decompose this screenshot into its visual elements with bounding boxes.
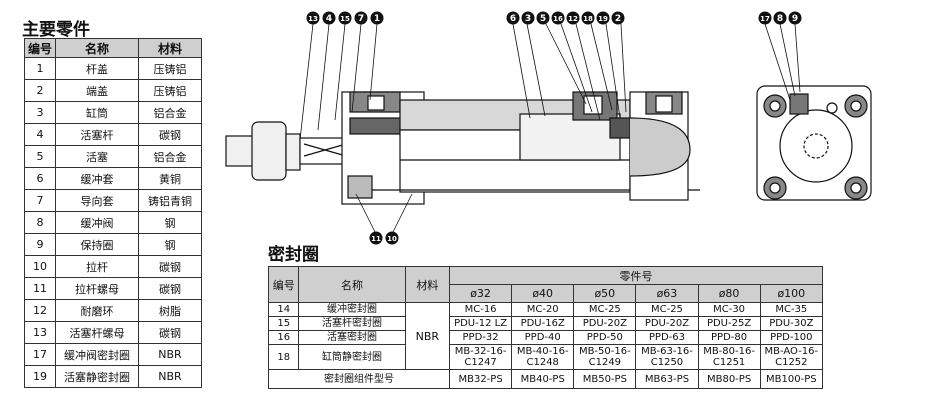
parts-cell-name: 活塞静密封圈 bbox=[55, 365, 139, 388]
seal-kit-cell: MB32-PS bbox=[449, 369, 513, 389]
callout-bubble bbox=[338, 11, 352, 25]
seals-title: 密封圈 bbox=[268, 245, 319, 265]
header-name: 名称 bbox=[55, 38, 139, 58]
callout-bubble bbox=[521, 11, 535, 25]
parts-cell-name: 活塞 bbox=[55, 145, 139, 168]
seal-kit-cell: MB40-PS bbox=[511, 369, 575, 389]
parts-cell-name: 活塞杆 bbox=[55, 123, 139, 146]
callout-bubble bbox=[566, 11, 580, 25]
parts-cell-no: 13 bbox=[24, 321, 56, 344]
callout-bubble bbox=[385, 231, 399, 245]
bore-header: ø100 bbox=[759, 284, 824, 303]
callout-label: 13 bbox=[308, 15, 318, 23]
seal-kit-cell: MB100-PS bbox=[759, 369, 824, 389]
parts-cell-material: 铝合金 bbox=[138, 101, 202, 124]
parts-header-row: 编号 名称 材料 bbox=[24, 38, 202, 58]
callout-label: 5 bbox=[540, 14, 546, 24]
seal-cell-part: MB-AO-16- C1252 bbox=[759, 344, 824, 370]
seal-header-name: 名称 bbox=[298, 266, 406, 303]
callout-label: 6 bbox=[510, 14, 516, 24]
callout-label: 7 bbox=[358, 14, 364, 24]
parts-cell-name: 导向套 bbox=[55, 189, 139, 212]
callout-bubble bbox=[506, 11, 520, 25]
parts-cell-name: 缸筒 bbox=[55, 101, 139, 124]
callout-bubble bbox=[322, 11, 336, 25]
callout-label: 18 bbox=[583, 15, 593, 23]
callout-bubble bbox=[536, 11, 550, 25]
callout-label: 8 bbox=[777, 14, 783, 24]
callout-bubble bbox=[551, 11, 565, 25]
parts-title: 主要零件 bbox=[22, 20, 90, 40]
callout-bubble bbox=[370, 11, 384, 25]
seal-header-part-no: 零件号 bbox=[449, 266, 823, 285]
header-no: 编号 bbox=[24, 38, 56, 58]
seal-cell-no: 18 bbox=[267, 344, 300, 370]
callout-bubble bbox=[581, 11, 595, 25]
seal-header-no: 编号 bbox=[267, 266, 300, 303]
callout-bubble bbox=[788, 11, 802, 25]
parts-cell-no: 17 bbox=[24, 343, 56, 366]
callout-label: 1 bbox=[374, 14, 380, 24]
seal-cell-material: NBR bbox=[404, 302, 451, 370]
bore-header: ø80 bbox=[697, 284, 761, 303]
callout-bubble bbox=[369, 231, 383, 245]
callout-bubble bbox=[611, 11, 625, 25]
bore-header: ø50 bbox=[573, 284, 637, 303]
callout-label: 4 bbox=[326, 14, 332, 24]
callout-label: 10 bbox=[387, 235, 397, 243]
callout-label: 11 bbox=[371, 235, 381, 243]
seal-header-material: 材料 bbox=[404, 266, 451, 303]
parts-cell-material: 碳钢 bbox=[138, 123, 202, 146]
callout-bubble bbox=[596, 11, 610, 25]
callout-label: 16 bbox=[553, 15, 563, 23]
callout-bubble bbox=[758, 11, 772, 25]
header-material: 材料 bbox=[138, 38, 202, 58]
callout-label: 19 bbox=[598, 15, 608, 23]
callout-label: 9 bbox=[792, 14, 798, 24]
callout-bubble bbox=[306, 11, 320, 25]
callout-label: 15 bbox=[340, 15, 350, 23]
callout-bubble bbox=[354, 11, 368, 25]
callout-label: 3 bbox=[525, 14, 531, 24]
parts-cell-material: 压铸铝 bbox=[138, 79, 202, 102]
parts-cell-name: 缓冲阀密封圈 bbox=[55, 343, 139, 366]
callout-label: 17 bbox=[760, 15, 770, 23]
seal-kit-cell: MB50-PS bbox=[573, 369, 637, 389]
parts-cell-material: 铝合金 bbox=[138, 145, 202, 168]
parts-cell-name: 活塞杆螺母 bbox=[55, 321, 139, 344]
parts-cell-material: NBR bbox=[138, 365, 202, 388]
callout-bubble bbox=[773, 11, 787, 25]
seal-cell-part: MB-50-16- C1249 bbox=[573, 344, 637, 370]
callout-label: 12 bbox=[568, 15, 578, 23]
callout-label: 2 bbox=[615, 14, 621, 24]
parts-cell-material: 铸铝青铜 bbox=[138, 189, 202, 212]
